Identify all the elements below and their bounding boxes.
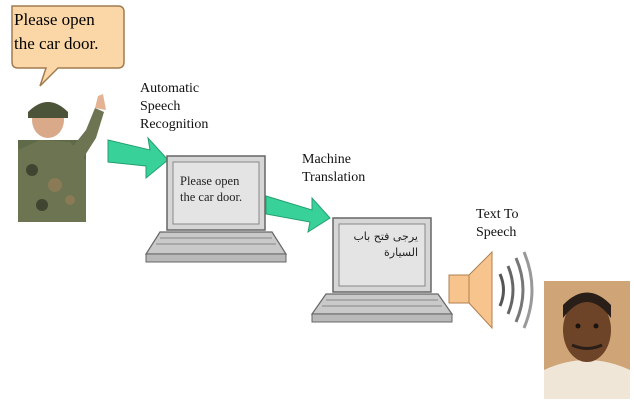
soldier-image xyxy=(18,94,106,222)
mt-label: Machine Translation xyxy=(302,151,365,187)
asr-label: Automatic Speech Recognition xyxy=(140,80,208,134)
mt-label-line1: Machine xyxy=(302,152,351,167)
speech-bubble-line2: the car door. xyxy=(14,34,99,53)
tts-label-line1: Text To xyxy=(476,207,519,222)
asr-label-line1: Automatic xyxy=(140,81,200,96)
laptop-1-screen-text: Please open the car door. xyxy=(180,173,260,205)
asr-label-line3: Recognition xyxy=(140,117,209,132)
laptop-2 xyxy=(310,217,454,323)
speech-bubble-line1: Please open xyxy=(14,10,95,29)
laptop-2-line2: السيارة xyxy=(384,246,418,259)
speech-bubble xyxy=(11,5,125,87)
listener-photo xyxy=(544,281,630,399)
laptop-1-line2: the car door. xyxy=(180,190,243,204)
asr-label-line2: Speech xyxy=(140,99,181,114)
tts-label: Text To Speech xyxy=(476,206,519,242)
speaker-icon xyxy=(448,250,534,330)
laptop-2-line1: يرجى فتح باب xyxy=(353,230,418,243)
mt-label-line2: Translation xyxy=(302,170,366,185)
laptop-1 xyxy=(144,155,288,263)
tts-label-line2: Speech xyxy=(476,225,517,240)
arrow-2 xyxy=(265,195,331,234)
laptop-1-line1: Please open xyxy=(180,174,240,188)
laptop-2-screen-text: يرجى فتح باب السيارة xyxy=(344,229,418,261)
speech-bubble-text: Please open the car door. xyxy=(14,8,124,56)
arrow-1 xyxy=(107,136,169,180)
